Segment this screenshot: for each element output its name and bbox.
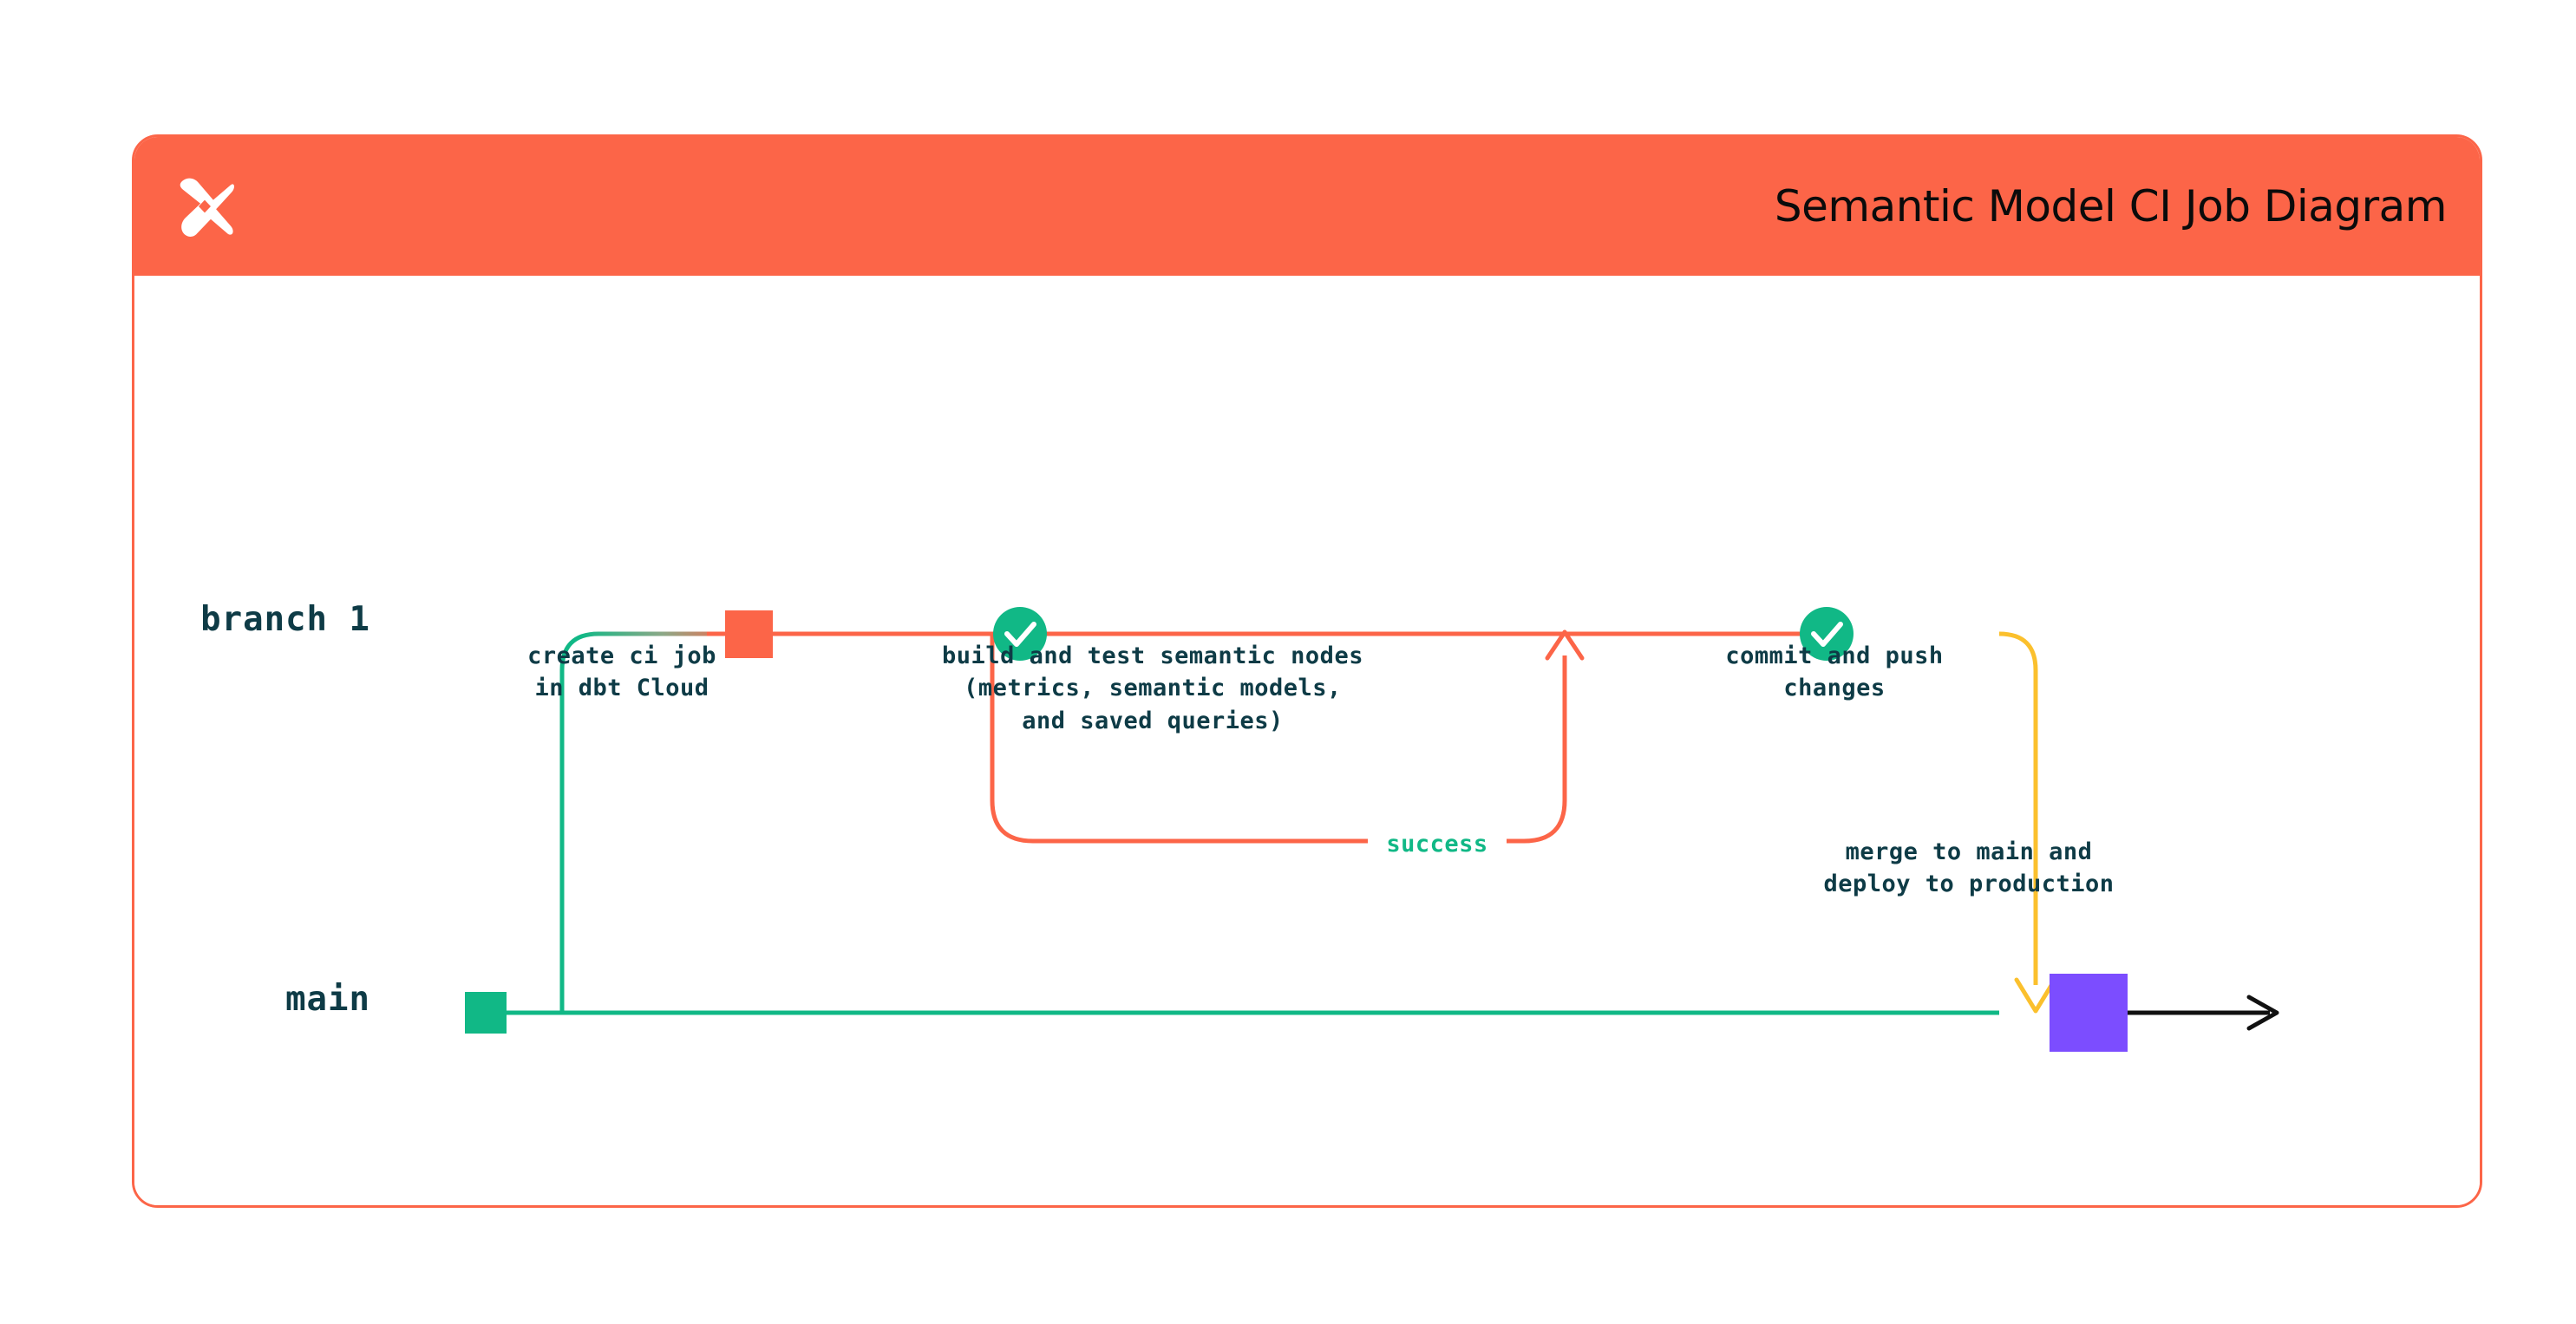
node-caption-create-ci-job: create ci job in dbt Cloud	[527, 642, 716, 702]
diagram-canvas: branch 1 main create ci job in dbt Cloud…	[134, 276, 2480, 1205]
diagram-header: Semantic Model CI Job Diagram	[134, 137, 2480, 276]
check-circle-icon	[1004, 622, 1036, 647]
node-caption-build-and-test: build and test semantic nodes (metrics, …	[942, 642, 1363, 734]
page-title: Semantic Model CI Job Diagram	[1774, 181, 2448, 232]
node-caption-commit-and-push: commit and push changes	[1725, 642, 1944, 702]
diagram-card: Semantic Model CI Job Diagram	[132, 134, 2482, 1208]
edge-production-continue	[2121, 995, 2279, 1031]
node-marker-main-start[interactable]	[465, 992, 507, 1034]
node-marker-commit-and-push[interactable]	[1800, 607, 1854, 661]
edge-label-success: success	[1368, 828, 1507, 861]
node-caption-merge-to-main: merge to main and deploy to production	[1823, 838, 2115, 898]
edge-branch-off	[559, 631, 744, 1015]
node-marker-build-and-test[interactable]	[993, 607, 1047, 661]
dbt-logo-icon	[169, 171, 240, 242]
check-circle-icon	[1811, 622, 1843, 647]
node-marker-create-ci-job[interactable]	[725, 610, 773, 658]
lane-label-branch-1: branch 1	[200, 600, 370, 639]
edge-ci-success-loop	[990, 629, 1585, 844]
node-marker-merge-to-main[interactable]	[2050, 974, 2128, 1052]
lane-label-main: main	[285, 980, 370, 1019]
